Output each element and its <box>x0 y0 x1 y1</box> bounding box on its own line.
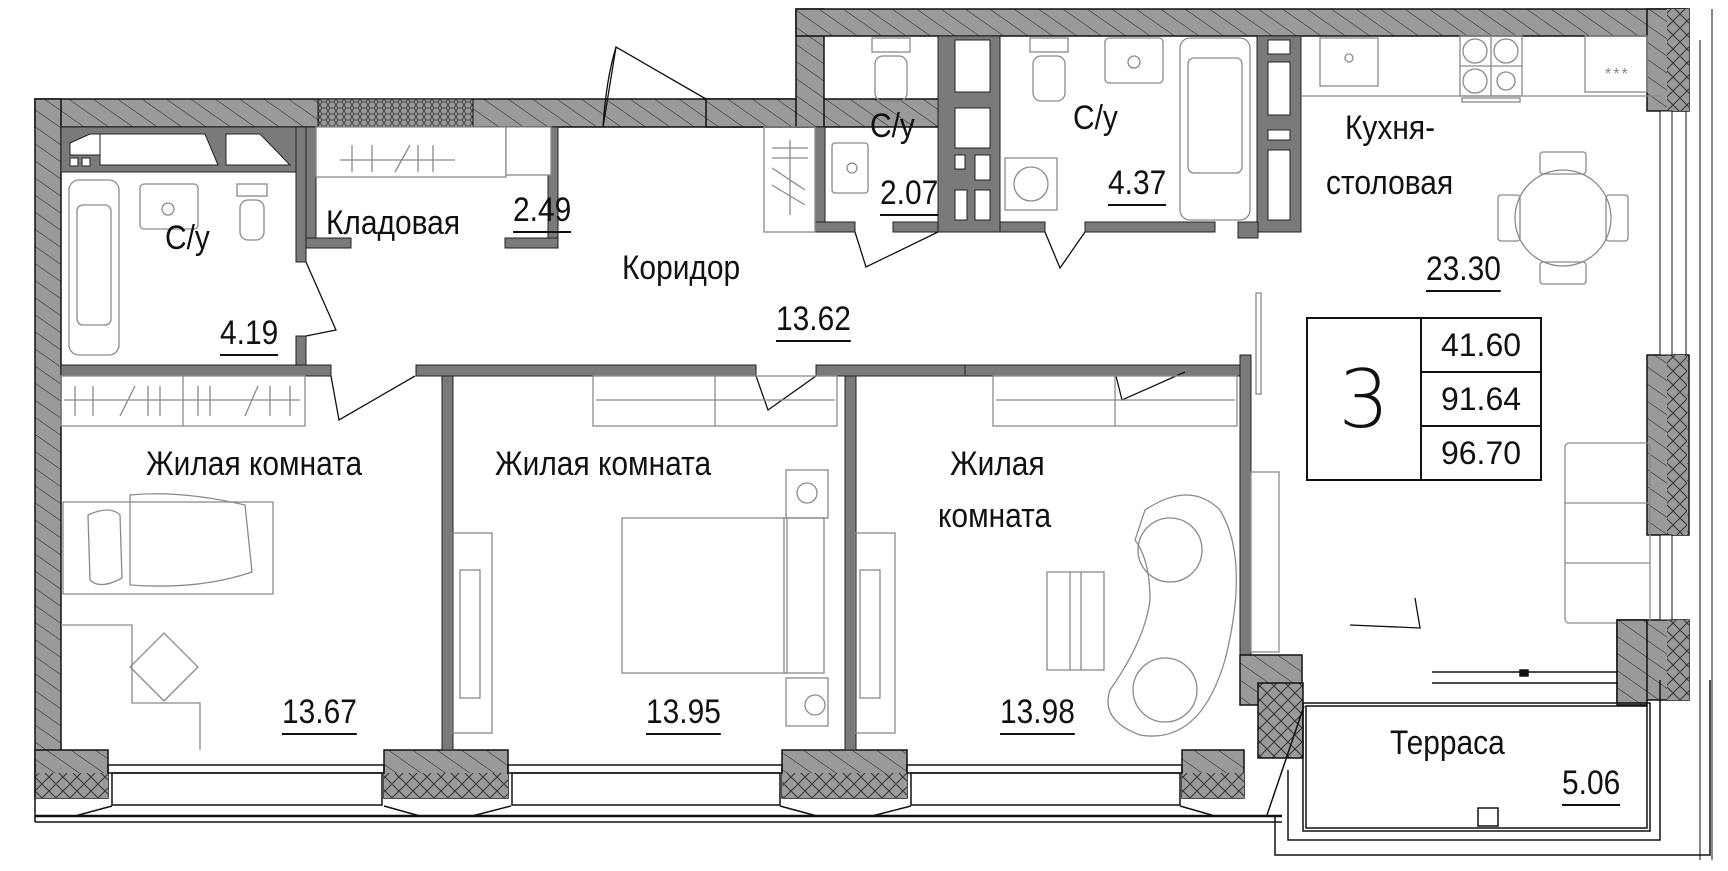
room-name-bedroom-1: Жилая комната <box>146 445 363 483</box>
room-count: 3 <box>1308 319 1422 479</box>
room-area-bathroom-3: 4.37 <box>1108 166 1167 206</box>
doors <box>305 45 1421 629</box>
room-area-corridor: 13.62 <box>776 302 851 342</box>
room-name-bedroom-3-line1: Жилая <box>950 445 1045 483</box>
room-name-bedroom-2: Жилая комната <box>495 445 712 483</box>
room-area-bedroom-3: 13.98 <box>1000 695 1075 735</box>
room-area-bedroom-1: 13.67 <box>282 695 357 735</box>
room-name-kitchen-line1: Кухня- <box>1345 109 1436 147</box>
room-name-bathroom-1: С/у <box>165 219 210 257</box>
room-area-bedroom-2: 13.95 <box>646 695 721 735</box>
living-area-value: 41.60 <box>1422 319 1540 373</box>
furniture <box>60 35 1660 750</box>
apartment-summary-box: 3 41.60 91.64 96.70 <box>1306 317 1542 481</box>
terrace-outline <box>1239 619 1711 856</box>
room-area-bathroom-2: 2.07 <box>880 176 939 216</box>
fridge-mark: *** <box>1605 66 1630 83</box>
room-name-bathroom-3: С/у <box>1073 99 1118 137</box>
room-name-bedroom-3-line2: комната <box>938 497 1052 535</box>
total-area-with-terrace-value: 96.70 <box>1440 434 1522 471</box>
room-name-terrace: Терраса <box>1390 724 1505 762</box>
room-name-storage: Кладовая <box>326 204 461 242</box>
room-area-terrace: 5.06 <box>1562 766 1621 806</box>
room-name-kitchen-line2: столовая <box>1326 164 1454 202</box>
room-area-kitchen: 23.30 <box>1426 252 1501 292</box>
total-area-value: 91.64 <box>1422 373 1540 427</box>
room-name-bathroom-2: С/у <box>870 107 915 145</box>
room-name-corridor: Коридор <box>622 249 741 287</box>
room-area-storage: 2.49 <box>513 193 572 233</box>
room-area-bathroom-1: 4.19 <box>220 316 279 356</box>
